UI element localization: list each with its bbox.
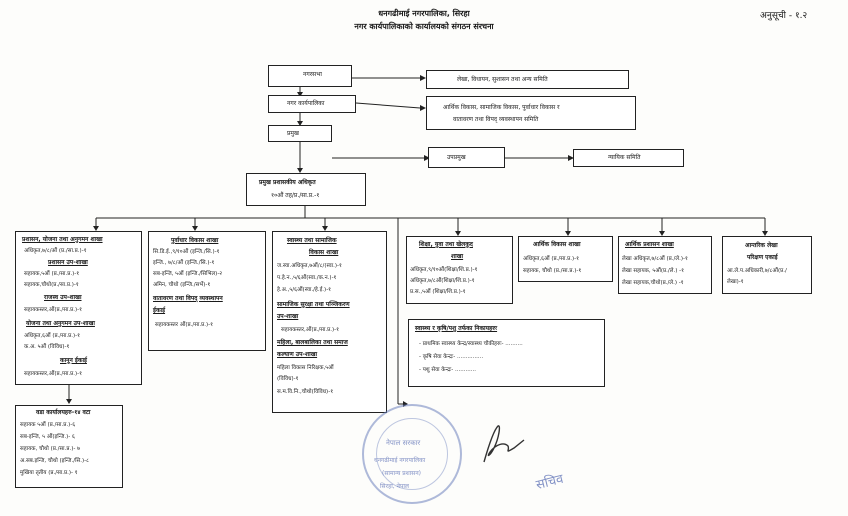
economic-title: आर्थिक विकास शाखा bbox=[533, 241, 581, 248]
admin-sub-4: कानून ईकाई bbox=[60, 357, 87, 364]
ward-line-2: सब-इन्जि, ५ औं(इन्जि.)- ६ bbox=[20, 434, 75, 440]
health-line-2: प.हे.न.,५/६औं(स्वा./क.न.)-१ bbox=[277, 275, 337, 281]
education-line-3: प्र.स.,५औं (शिक्षा/शि.प्र.)-१ bbox=[410, 289, 466, 295]
admin-line-2: सहायक,५औं (प्र./सा.प्र.)-१ bbox=[24, 271, 80, 277]
education-line-2: अधिकृत,७/८औं(शिक्षा/शि.प्र.)-१ bbox=[410, 278, 475, 284]
finance-branch-box: आर्थिक प्रशासन शाखा लेखा अधिकृत,७/८औं (प… bbox=[618, 236, 712, 294]
ward-offices-title: वडा कार्यालयहरु-१४ वटा bbox=[36, 409, 91, 416]
nagar-sabha-box: नगरसभा bbox=[268, 65, 352, 87]
admin-line-7: सहायकस्तर,औं(प्र./सा.प्र.)-१ bbox=[24, 371, 83, 377]
health-agri-units-box: स्वास्थ्य र कृषि/पशु तर्फका निकायहरुः - … bbox=[408, 319, 605, 387]
health-branch-box: स्वास्थ्य तथा सामाजिक विकास शाखा ज.स्वा.… bbox=[272, 231, 387, 413]
official-stamp bbox=[362, 404, 462, 504]
audit-title-2: परिक्षण एकाई bbox=[747, 254, 778, 261]
infra-line-1: सि.डि.ई.,९/१०औं (इन्जि./सि.)-१ bbox=[153, 249, 220, 255]
admin-sub-2: राजस्व उप-शाखा bbox=[44, 294, 82, 301]
annex-label: अनुसूची - १.२ bbox=[760, 11, 808, 21]
signature bbox=[483, 425, 525, 463]
health-line-4: सहायकस्तर,औं(प्र./सा.प्र.)-१ bbox=[281, 327, 340, 333]
cao-level: १०औं तह/प्र./सा.प्र.-१ bbox=[271, 192, 320, 199]
audit-unit-box: आन्तरिक लेखा परिक्षण एकाई आ.ले.प.अधिकारी… bbox=[722, 236, 812, 294]
infra-sub-1: वातावरण तथा विपद् व्यवस्थापन bbox=[153, 295, 223, 302]
pramukh-label: प्रमुख bbox=[287, 130, 299, 137]
admin-sub-3: योजना तथा अनुगमन उप-शाखा bbox=[26, 320, 95, 327]
nyayik-label: न्यायिक समिति bbox=[608, 154, 641, 161]
admin-line-6: क.अ. ५औं (विविध)-१ bbox=[24, 344, 70, 350]
audit-line-1: आ.ले.प.अधिकारी,७/८औं(प्र./ bbox=[727, 268, 787, 274]
infra-branch-title: पुर्वाधार विकास शाखा bbox=[171, 237, 219, 244]
admin-sub-1: प्रशासन उप-शाखा bbox=[48, 259, 88, 266]
health-line-5: महिला विकास निरिक्षक,५औं bbox=[277, 365, 334, 371]
audit-line-2: लेखा)-१ bbox=[727, 279, 744, 285]
cao-title: प्रमुख प्रशासकीय अधिकृत bbox=[259, 179, 316, 186]
finance-line-1: लेखा अधिकृत,७/८औं (प्र./ले.)-१ bbox=[622, 256, 688, 262]
committee-box-2: आर्थिक विकास, सामाजिक विकास, पुर्वाधार व… bbox=[426, 96, 636, 130]
economic-line-2: सहायक, चौथो (प्र./सा.प्र.)-१ bbox=[523, 268, 582, 274]
economic-branch-box: आर्थिक विकास शाखा अधिकृत,६औं (प्र./सा.प्… bbox=[518, 236, 613, 282]
admin-branch-box: प्रशासन, योजना तथा अनुगमन शाखा अधिकृत,७/… bbox=[15, 231, 142, 385]
health-sub-2: महिला, बालबालिका तथा समाज bbox=[277, 339, 348, 346]
health-line-3: हे.अ.,५/६औं(स्वा./हे.ई.)-१ bbox=[277, 287, 332, 293]
committee-2-line1: आर्थिक विकास, सामाजिक विकास, पुर्वाधार व… bbox=[443, 104, 560, 111]
education-title-2: शाखा bbox=[451, 253, 464, 260]
health-sub-1b: उप-शाखा bbox=[277, 313, 299, 320]
stamp-line-3: (सामान्य प्रशासन) bbox=[382, 470, 422, 477]
cao-box: प्रमुख प्रशासकीय अधिकृत १०औं तह/प्र./सा.… bbox=[246, 173, 366, 206]
health-line-1: ज.स्वा.अधिकृत,७औं/८/(स्वा.)-१ bbox=[277, 263, 342, 269]
admin-line-4: सहायकस्तर,औं(प्र./सा.प्र.)-१ bbox=[24, 307, 83, 313]
infra-line-2: इन्जि., ७/८/औं (इन्जि./सि.)-१ bbox=[153, 260, 215, 266]
admin-line-3: सहायक,चौथो(प्र./सा.प्र.)-१ bbox=[24, 282, 79, 288]
org-name: धनगढीमाई नगरपालिका, सिरहा bbox=[378, 9, 470, 18]
committee-1-label: लेखा, विधायन, सुशासन तथा अन्य समिति bbox=[457, 76, 548, 83]
karyapalika-box: नगर कार्यपालिका bbox=[268, 95, 356, 113]
health-agri-line-1: - प्राथमिक स्वास्थ्य केन्द्र/स्वास्थ्य च… bbox=[419, 341, 523, 347]
ward-line-3: सहायक, चौथो (प्र./सा.प्र.)- ७ bbox=[20, 446, 80, 452]
ward-line-5: मुखिया तृतीय (प्र./सा.प्र.)- १ bbox=[20, 470, 78, 476]
audit-title-1: आन्तरिक लेखा bbox=[745, 242, 778, 249]
education-title-1: शिक्षा, युवा तथा खेलकुद bbox=[419, 241, 473, 248]
education-branch-box: शिक्षा, युवा तथा खेलकुद शाखा अधिकृत,९/१०… bbox=[406, 236, 513, 304]
stamp-line-2: धनगढीमाई नगरपालिका bbox=[374, 457, 426, 464]
admin-branch-title: प्रशासन, योजना तथा अनुगमन शाखा bbox=[22, 236, 103, 243]
health-sub-1: सामाजिक सुरक्षा तथा पञ्जिकरण bbox=[277, 301, 350, 308]
committee-box-1: लेखा, विधायन, सुशासन तथा अन्य समिति bbox=[426, 70, 629, 89]
stamp-line-4: सिरहा, नेपाल bbox=[380, 483, 409, 490]
page-title: नगर कार्यपालिकाको कार्यालयको संगठन संरचन… bbox=[354, 22, 494, 31]
admin-line-5: अधिकृत,६औं (प्र./सा.प्र.)-१ bbox=[24, 333, 80, 339]
upapramukh-box: उपप्रमुख bbox=[428, 147, 505, 168]
ward-offices-box: वडा कार्यालयहरु-१४ वटा सहायक ५औं (प्र./स… bbox=[15, 405, 123, 488]
karyapalika-label: नगर कार्यपालिका bbox=[287, 100, 325, 107]
infra-line-3: सब-इन्जि, ५औं (इन्जि./सिभिल)-२ bbox=[153, 271, 223, 277]
infra-line-5: सहायकस्तर औं(प्र./सा.प्र.)-१ bbox=[155, 322, 214, 328]
committee-2-line2: वातावरण तथा विपद् व्यवस्थापन समिति bbox=[453, 116, 539, 123]
nyayik-box: न्यायिक समिति bbox=[573, 149, 684, 167]
finance-line-3: लेखा सहायक,चौथो(प्र./ले.) -१ bbox=[622, 280, 684, 286]
health-line-7: स.म.वि.नि.,चौथो(विविध)-१ bbox=[277, 389, 334, 395]
stamp-line-1: नेपाल सरकार bbox=[386, 439, 421, 447]
health-agri-line-3: - पशु सेवा केन्द्रः- ............ bbox=[419, 367, 476, 373]
ward-line-1: सहायक ५औं (प्र./सा.प्र.)-६ bbox=[20, 422, 76, 428]
finance-line-2: लेखा सहायक, ५औं(प्र./ले.) -१ bbox=[622, 268, 684, 274]
ward-line-4: अ.सब.इन्जि, चौथो (इन्जि./सि.)-८ bbox=[20, 458, 89, 464]
education-line-1: अधिकृत,९/१०औं(शिक्षा/शि.प्र.)-१ bbox=[410, 267, 478, 273]
economic-line-1: अधिकृत,६औं (प्र./सा.प्र.)-१ bbox=[523, 256, 579, 262]
health-line-6: (विविध)-१ bbox=[277, 376, 299, 382]
health-title-1: स्वास्थ्य तथा सामाजिक bbox=[287, 237, 337, 244]
admin-line-1: अधिकृत,७/८/औं (प्र./सा.प्र.)-१ bbox=[24, 248, 87, 254]
infra-sub-1b: ईकाई bbox=[153, 307, 166, 314]
health-sub-2b: कल्याण उप-शाखा bbox=[277, 351, 318, 358]
health-agri-title: स्वास्थ्य र कृषि/पशु तर्फका निकायहरुः bbox=[415, 325, 498, 332]
upapramukh-label: उपप्रमुख bbox=[447, 154, 466, 161]
health-agri-line-2: - कृषि सेवा केन्द्रः- ............... bbox=[419, 354, 484, 360]
health-title-2: विकास शाखा bbox=[309, 249, 339, 256]
nagar-sabha-label: नगरसभा bbox=[303, 71, 322, 78]
infra-branch-box: पुर्वाधार विकास शाखा सि.डि.ई.,९/१०औं (इन… bbox=[148, 231, 266, 351]
pramukh-box: प्रमुख bbox=[268, 125, 332, 142]
finance-title: आर्थिक प्रशासन शाखा bbox=[625, 241, 674, 248]
official-stamp-inner bbox=[376, 418, 448, 490]
infra-line-4: अमिन, चौथो (इन्जि./सर्भे)-१ bbox=[153, 282, 211, 288]
